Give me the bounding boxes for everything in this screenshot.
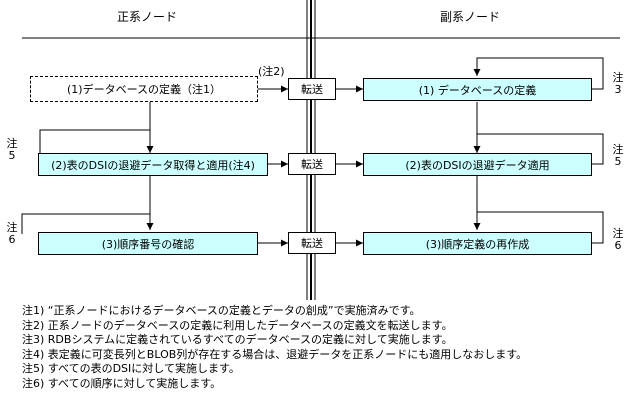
note-5: 注5) すべての表のDSIに対して実施します。 [22, 362, 240, 375]
side-label-right-3-num: 3 [614, 83, 622, 96]
note-4: 注4) 表定義に可変長列とBLOB列が存在する場合は、退避データを正系ノードにも… [22, 347, 528, 361]
notes-list: 注1) “正系ノードにおけるデータベースの定義とデータの創成”で実施済みです。 … [22, 304, 527, 391]
side-label-right-5: 注 5 [611, 144, 625, 168]
note-1: 注1) “正系ノードにおけるデータベースの定義とデータの創成”で実施済みです。 [22, 304, 421, 317]
secondary-step-3: (3)順序定義の再作成 [363, 232, 592, 255]
note-6: 注6) すべての順序に対して実施します。 [22, 376, 222, 390]
secondary-step-2: (2)表のDSIの退避データ適用 [363, 153, 592, 176]
secondary-node-header: 副系ノード [440, 10, 501, 24]
side-label-left-6: 注 6 [5, 222, 19, 246]
side-label-left-6-num: 6 [8, 233, 16, 246]
primary-step-3: (3)順序番号の確認 [38, 232, 258, 255]
note-2-label: (注2) [258, 65, 285, 78]
side-label-right-3: 注 3 [611, 72, 625, 96]
side-label-right-6-char: 注 [612, 227, 624, 240]
side-label-left-5-num: 5 [8, 149, 16, 162]
side-label-right-5-num: 5 [614, 155, 622, 168]
side-label-right-5-char: 注 [612, 143, 624, 156]
loop-left-6 [21, 213, 150, 234]
primary-node-header: 正系ノード [117, 10, 178, 24]
note-2: 注2) 正系ノードのデータベースの定義に利用したデータベースの定義文を転送します… [22, 318, 453, 332]
transfer-box-1: 転送 [288, 78, 336, 100]
loop-right-5 [477, 133, 604, 165]
side-label-left-6-char: 注 [6, 221, 18, 234]
transfer-box-3: 転送 [288, 232, 336, 254]
loop-right-3 [473, 57, 604, 90]
secondary-step-1: (1) データベースの定義 [363, 78, 592, 101]
side-label-right-6-num: 6 [614, 239, 622, 252]
note-3: 注3) RDBシステムに定義されているすべてのデータベースの定義に対して実施しま… [22, 333, 453, 346]
primary-step-1: (1)データベースの定義（注1） [30, 76, 258, 102]
side-label-right-3-char: 注 [612, 71, 624, 84]
loop-left-5 [39, 129, 150, 155]
loop-right-6 [477, 211, 604, 244]
side-label-right-6: 注 6 [611, 228, 625, 252]
side-label-left-5: 注 5 [5, 138, 19, 162]
primary-step-2: (2)表のDSIの退避データ取得と適用(注4) [38, 153, 268, 176]
transfer-box-2: 転送 [288, 153, 336, 175]
side-label-left-5-char: 注 [6, 137, 18, 150]
